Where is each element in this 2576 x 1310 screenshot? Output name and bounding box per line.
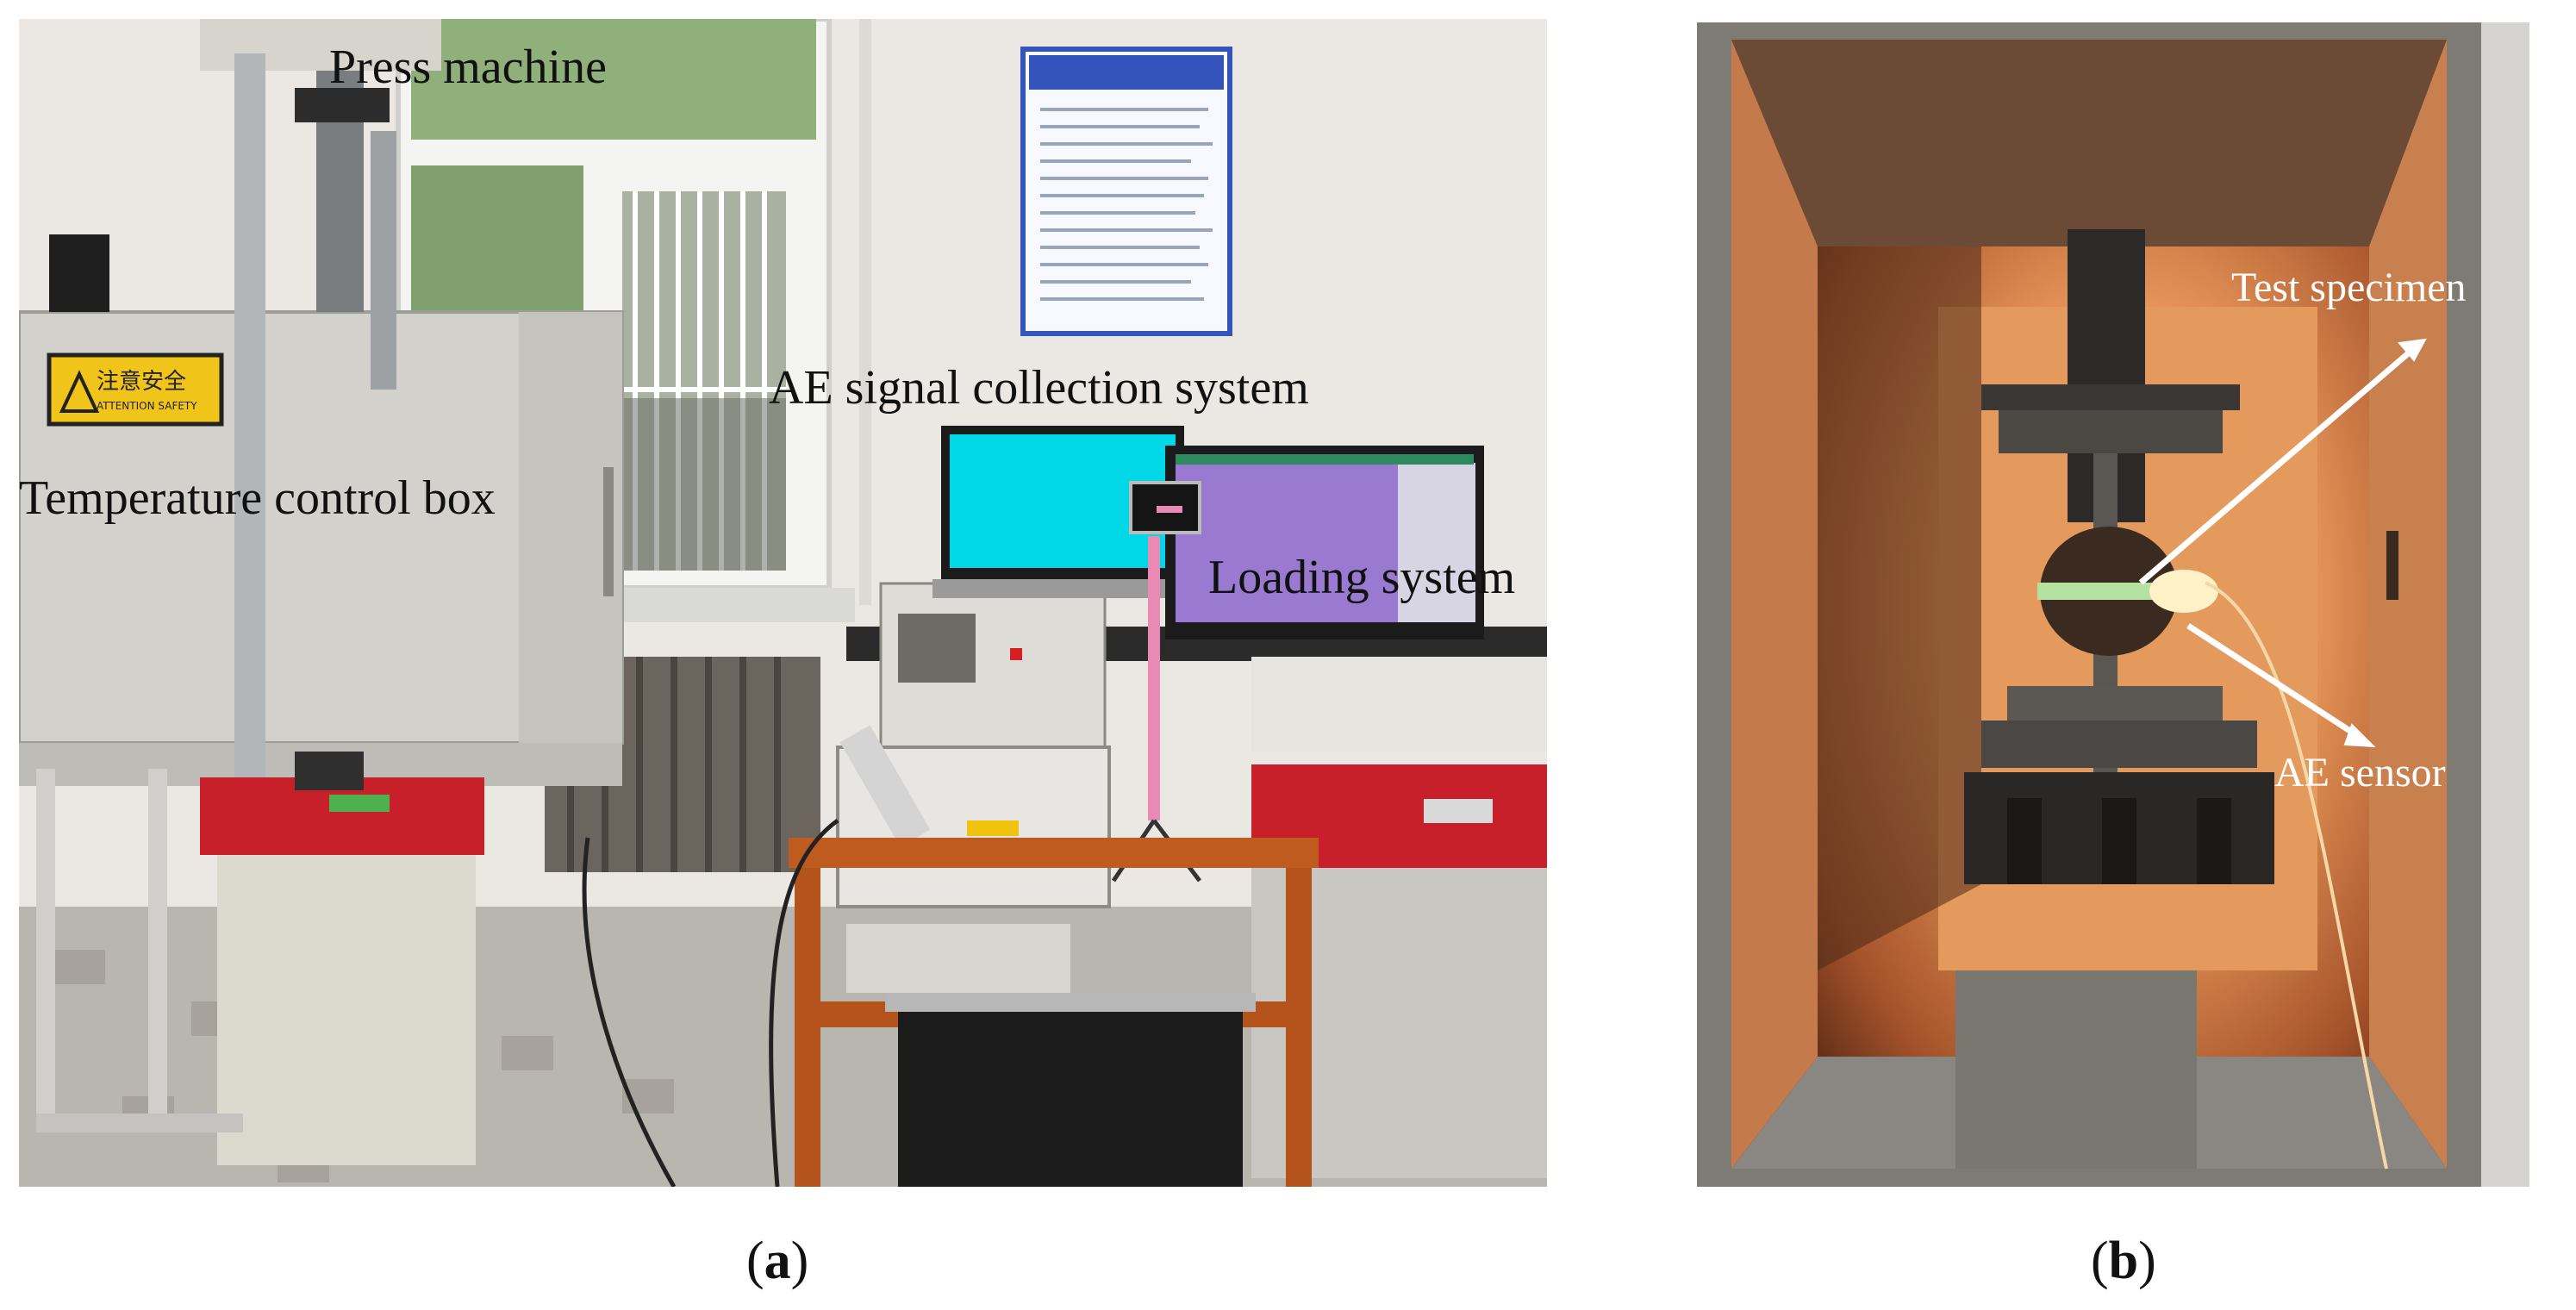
label-loading-system: Loading system	[1208, 551, 1516, 604]
label-press-machine: Press machine	[329, 41, 607, 94]
caption-panel-a: (a)	[746, 1232, 809, 1290]
lab-setup-illustration	[19, 19, 1547, 1187]
photo-furnace-interior: Test specimen AE sensor	[1697, 22, 2529, 1187]
label-temperature-control-box: Temperature control box	[19, 471, 496, 525]
photo-lab-setup: 注意安全 ATTENTION SAFETY Press machine AE s…	[19, 19, 1547, 1187]
caption-letter-a: a	[764, 1232, 791, 1290]
label-ae-signal-collection-system: AE signal collection system	[769, 361, 1309, 415]
label-test-specimen: Test specimen	[2231, 265, 2467, 310]
warning-sign-sub-text: ATTENTION SAFETY	[97, 400, 197, 412]
caption-letter-b: b	[2108, 1232, 2139, 1290]
furnace-illustration	[1697, 22, 2529, 1187]
caption-panel-b: (b)	[2091, 1232, 2156, 1290]
warning-sign-main-text: 注意安全	[97, 369, 187, 395]
label-ae-sensor: AE sensor	[2274, 750, 2446, 795]
